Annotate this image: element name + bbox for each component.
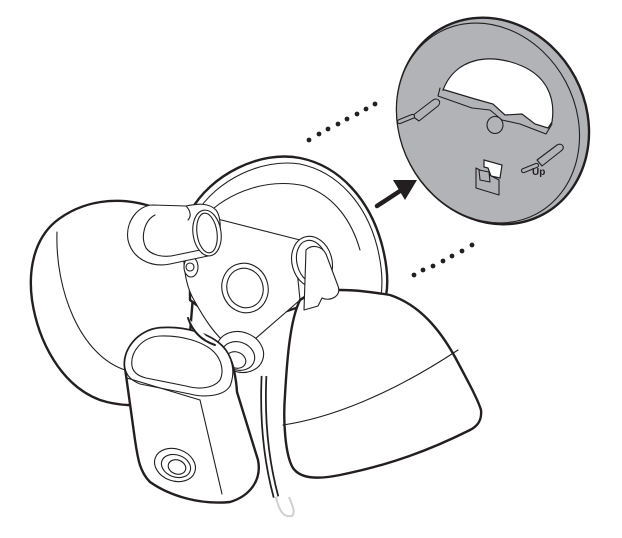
bracket-center-hole — [486, 115, 504, 135]
left-arm — [127, 203, 222, 266]
mounting-bracket: Up — [395, 16, 591, 226]
bracket-right-post-icon — [520, 143, 564, 174]
dotted-guide-upper — [306, 101, 378, 143]
arrow-right-up-icon — [374, 180, 417, 209]
dotted-guide-lower — [411, 242, 475, 278]
right-lamp-head — [282, 235, 483, 479]
bracket-cutout — [442, 58, 554, 129]
bracket-left-post-icon — [396, 98, 441, 125]
bracket-up-label: Up — [532, 167, 545, 178]
camera-module — [123, 317, 260, 504]
bracket-latch-icon — [475, 159, 503, 196]
power-cable — [260, 375, 295, 518]
motion-sensor-ring — [221, 262, 269, 314]
